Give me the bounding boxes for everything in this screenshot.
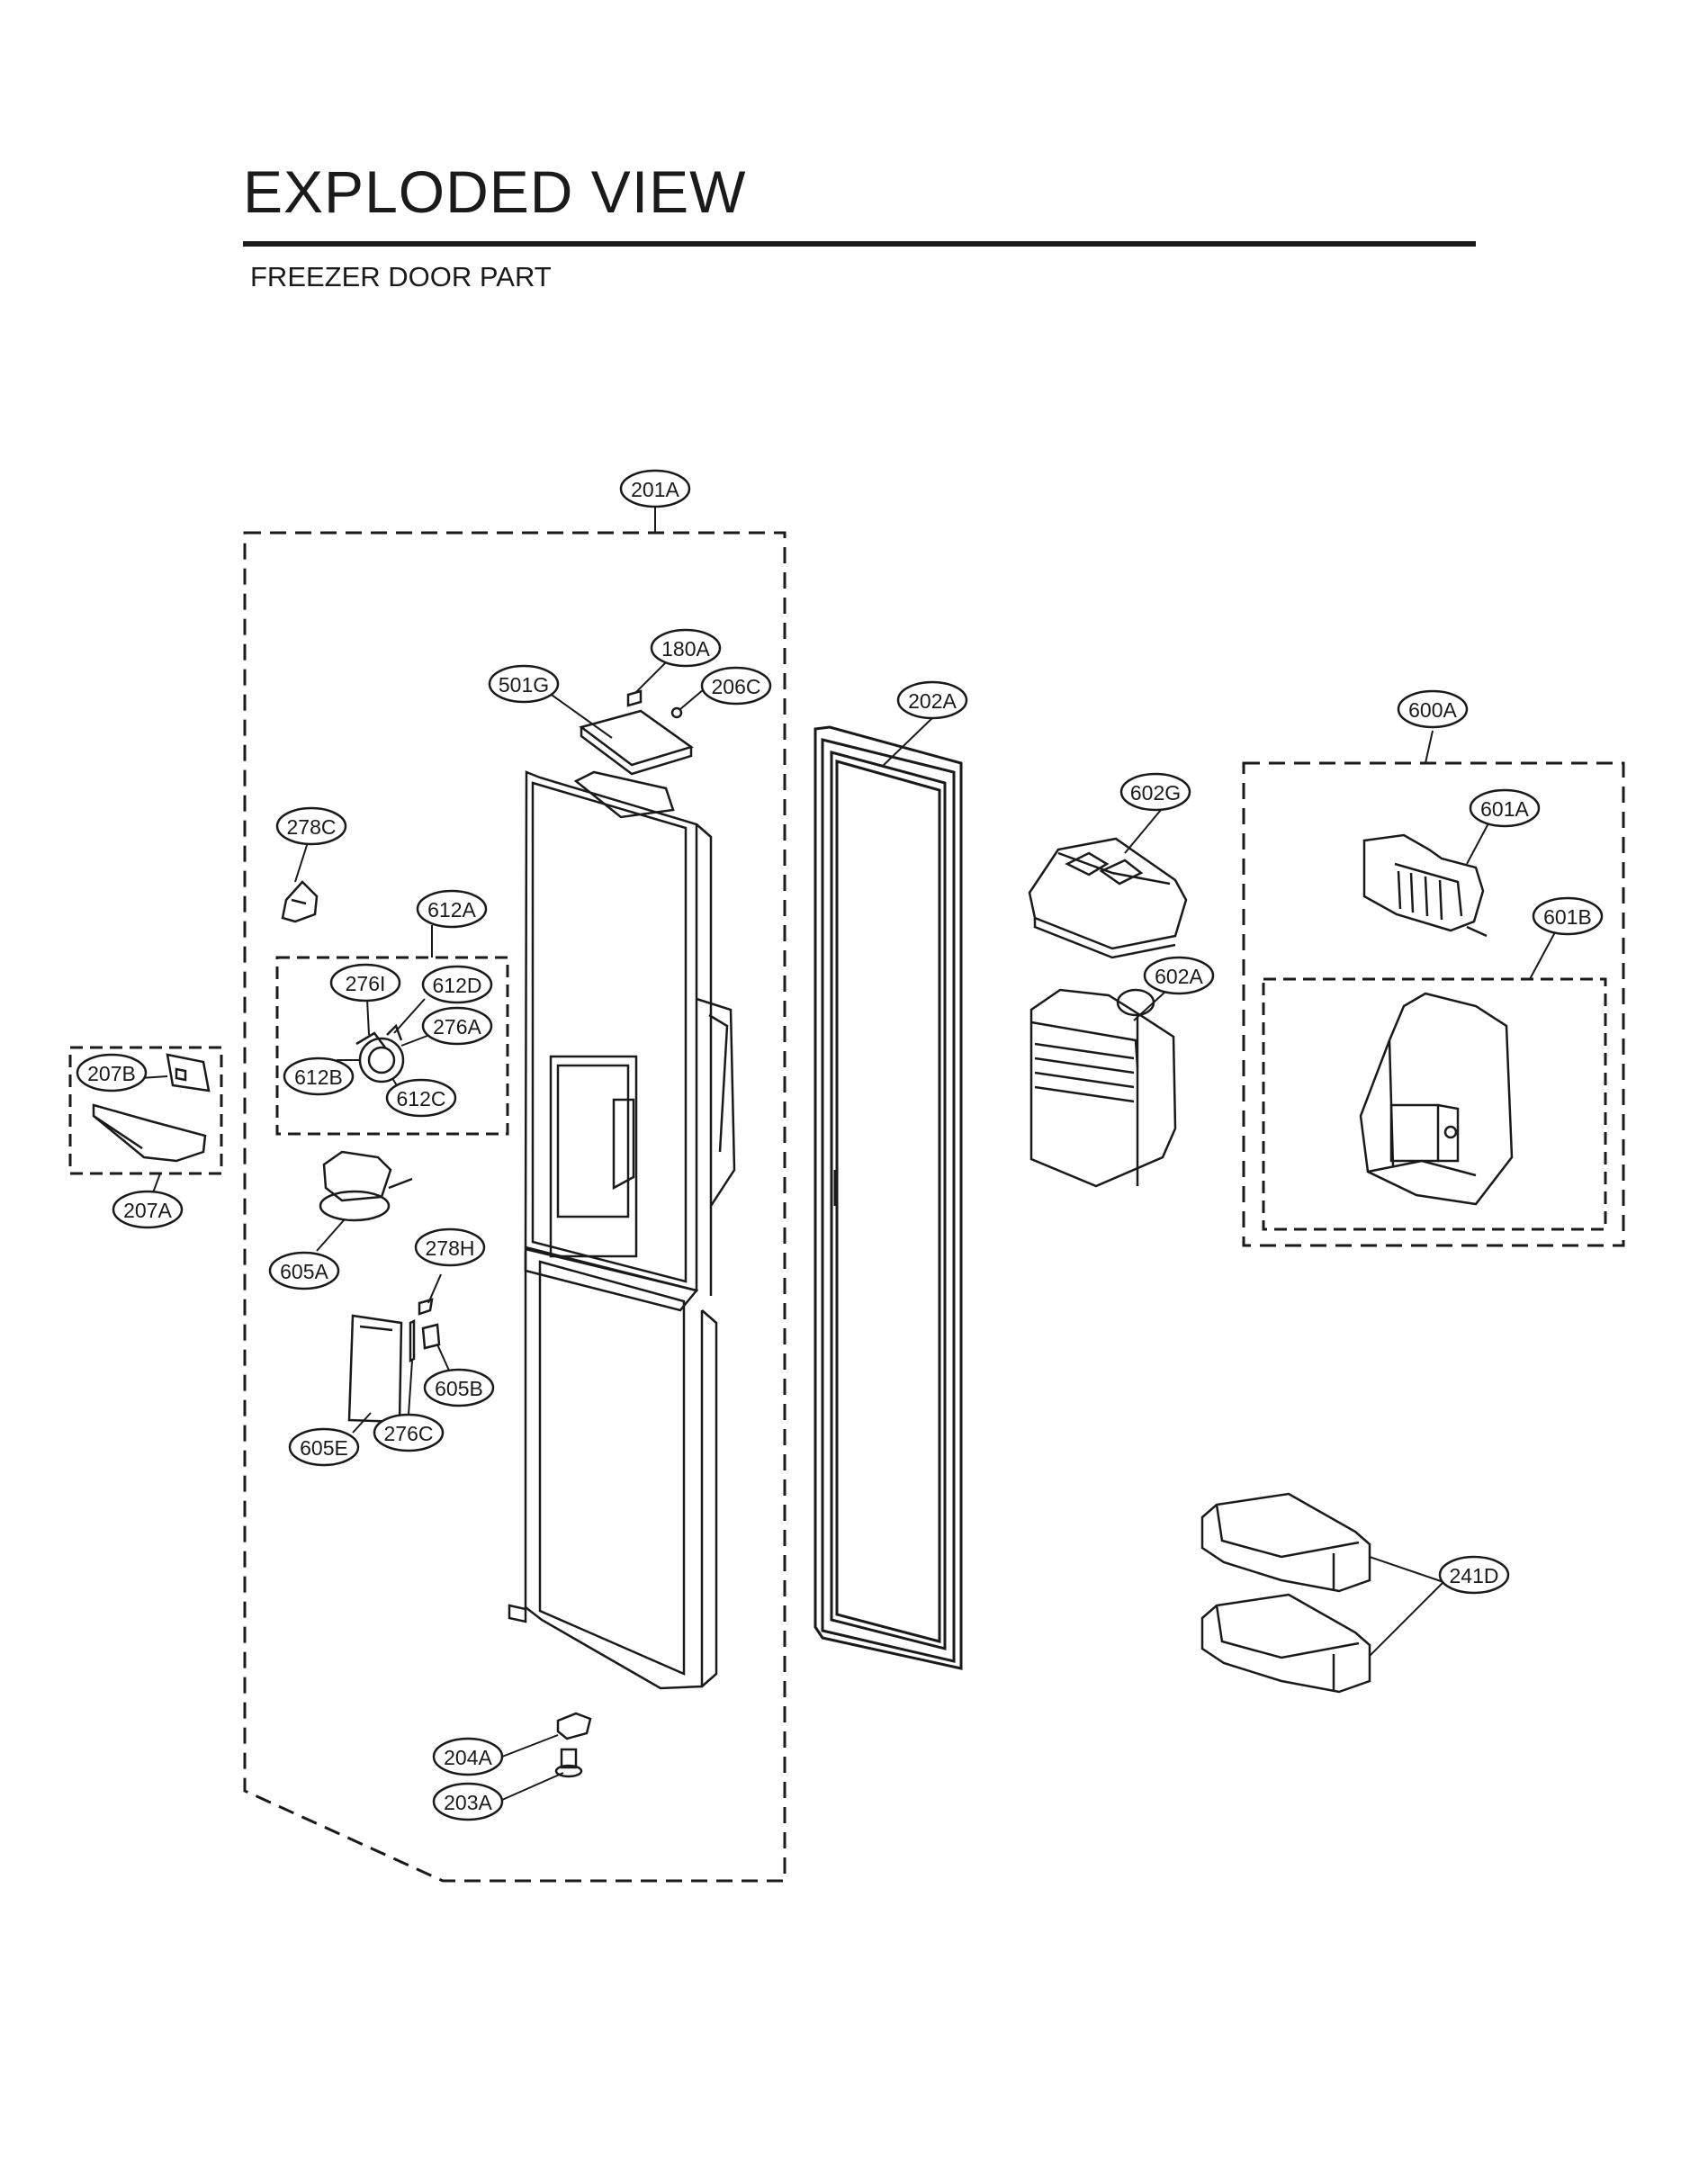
part-204A <box>556 1712 592 1740</box>
part-605A <box>319 1150 413 1222</box>
part-612-assembly <box>355 1023 405 1084</box>
callout-206C: 206C <box>700 666 772 706</box>
callout-label: 600A <box>1408 698 1457 722</box>
callout-label: 202A <box>908 689 957 713</box>
title-rule <box>243 241 1476 247</box>
group-boundary-601B <box>1262 977 1607 1231</box>
callout-180A: 180A <box>650 628 722 668</box>
callout-601A: 601A <box>1469 788 1541 828</box>
part-602A <box>1029 988 1177 1188</box>
part-241D-lower-bin <box>1200 1593 1371 1694</box>
part-276C <box>409 1318 416 1363</box>
page-subtitle: FREEZER DOOR PART <box>250 261 552 292</box>
callout-605A: 605A <box>268 1251 340 1290</box>
callout-label: 241D <box>1450 1564 1499 1587</box>
callout-278H: 278H <box>414 1227 486 1267</box>
callout-612B: 612B <box>283 1057 355 1096</box>
callout-202A: 202A <box>896 680 968 720</box>
callout-501G: 501G <box>488 664 560 704</box>
part-180A <box>626 689 643 707</box>
callout-276A: 276A <box>421 1006 493 1046</box>
callout-label: 612B <box>294 1066 343 1089</box>
callout-241D: 241D <box>1438 1555 1510 1595</box>
callout-label: 206C <box>712 675 761 698</box>
part-605E <box>347 1314 403 1424</box>
part-602G <box>1028 837 1188 959</box>
freezer-door <box>508 770 736 1690</box>
callout-label: 601A <box>1480 797 1529 821</box>
callout-207A: 207A <box>112 1190 184 1229</box>
callout-label: 605B <box>435 1377 483 1400</box>
door-gasket <box>814 725 963 1670</box>
callout-201A: 201A <box>619 469 691 508</box>
callout-276I: 276I <box>329 963 401 1003</box>
callout-600A: 600A <box>1397 689 1469 729</box>
part-206C <box>670 706 683 719</box>
callout-612C: 612C <box>385 1078 457 1118</box>
part-601B <box>1359 992 1514 1206</box>
callout-label: 602G <box>1130 781 1181 805</box>
callout-612A: 612A <box>416 889 488 929</box>
callout-label: 612C <box>397 1087 446 1110</box>
callout-276C: 276C <box>373 1413 445 1452</box>
callout-label: 207A <box>123 1199 172 1222</box>
callout-label: 278H <box>426 1236 475 1260</box>
callout-label: 276I <box>346 972 386 995</box>
callout-label: 602A <box>1155 965 1203 988</box>
callout-label: 601B <box>1543 905 1592 929</box>
callout-label: 180A <box>661 637 710 661</box>
callout-label: 612A <box>427 898 476 922</box>
callout-207B: 207B <box>76 1053 148 1092</box>
part-207B <box>166 1053 211 1092</box>
callout-label: 605E <box>300 1436 348 1460</box>
callout-204A: 204A <box>432 1737 504 1776</box>
callout-label: 276C <box>384 1422 434 1445</box>
callout-605B: 605B <box>423 1368 495 1407</box>
part-203A <box>554 1748 583 1778</box>
callout-label: 203A <box>444 1791 492 1814</box>
part-605B <box>421 1323 441 1350</box>
part-601A <box>1362 833 1488 938</box>
callout-602A: 602A <box>1143 956 1215 995</box>
callout-label: 501G <box>499 673 549 697</box>
callout-label: 612D <box>433 974 482 997</box>
callout-601B: 601B <box>1532 896 1604 936</box>
callout-612D: 612D <box>421 965 493 1004</box>
callout-label: 605A <box>280 1260 328 1283</box>
part-207A <box>92 1103 207 1163</box>
part-278C <box>281 880 319 923</box>
part-278H <box>418 1298 434 1316</box>
callout-label: 276A <box>433 1015 481 1039</box>
callout-label: 207B <box>87 1062 136 1085</box>
group-boundary-600A <box>1242 761 1625 1247</box>
part-241D-upper-bin <box>1200 1492 1371 1593</box>
callout-203A: 203A <box>432 1782 504 1821</box>
callout-278C: 278C <box>275 806 347 846</box>
part-501G <box>579 709 694 776</box>
callout-602G: 602G <box>1119 772 1191 812</box>
group-boundary-612A <box>275 956 509 1136</box>
callout-label: 201A <box>631 478 679 501</box>
group-boundary-201A <box>243 531 787 1883</box>
callout-label: 278C <box>287 815 337 839</box>
page-title: EXPLODED VIEW <box>243 158 747 225</box>
callout-605E: 605E <box>288 1427 360 1467</box>
callout-label: 204A <box>444 1746 492 1769</box>
